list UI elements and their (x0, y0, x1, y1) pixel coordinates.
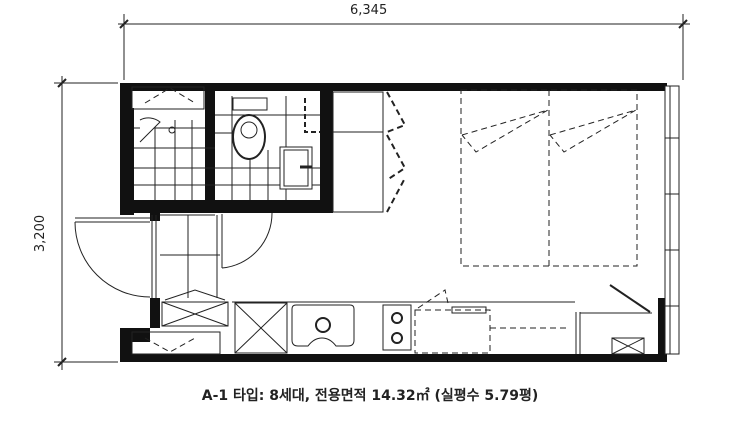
bath-storage (304, 98, 320, 133)
entrance-door (74, 215, 157, 298)
height-dimension-label: 3,200 (33, 214, 49, 253)
walls (120, 83, 667, 362)
faucet-icon (168, 126, 176, 134)
refrigerator-space (414, 289, 570, 354)
gas-stove (382, 304, 412, 351)
entrance-area (160, 214, 220, 298)
wardrobe (332, 91, 407, 213)
width-dimension-label: 6,345 (350, 3, 388, 18)
window (664, 85, 680, 355)
plan-caption: A-1 타입: 8세대, 전용면적 14.32㎡ (실평수 5.79평) (201, 388, 539, 404)
width-dimension-line (118, 14, 690, 80)
toilet (232, 97, 268, 160)
shoe-cabinet (161, 289, 229, 327)
kitchen-sink (291, 304, 355, 347)
bathroom-door (221, 212, 273, 269)
washbasin (279, 146, 313, 190)
bed-area (460, 89, 638, 267)
height-dimension-line (54, 76, 118, 370)
closet-bottom (131, 331, 221, 355)
utility-area (575, 284, 652, 355)
closet-top (131, 86, 205, 110)
counter-shelf (451, 306, 487, 314)
kitchen-counter (232, 301, 575, 354)
